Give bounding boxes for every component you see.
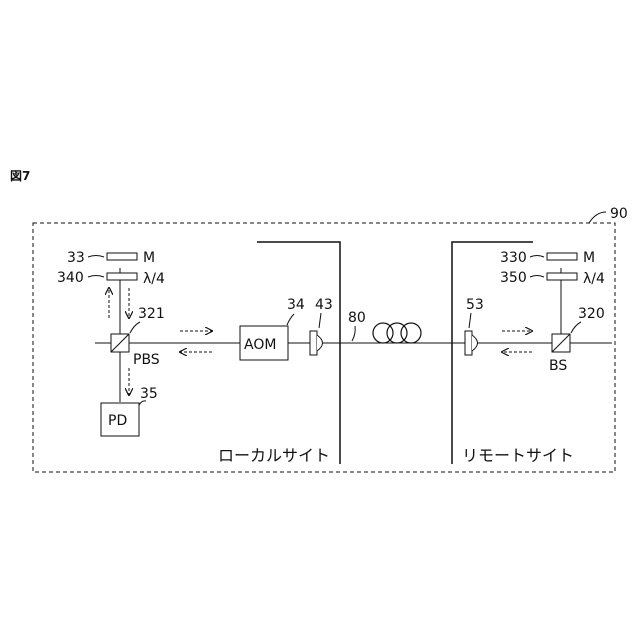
remote-site-label: リモートサイト [462,446,574,465]
coupler-43-num: 43 [315,297,333,313]
mirror-33-letter: M [143,250,155,266]
qwp-340-num: 340 [57,270,84,286]
aom-34-leader [287,314,294,325]
pbs-321-leader [130,322,140,333]
coupler-43-lens [317,335,323,351]
figure-label: 図7 [10,169,30,183]
bs-320-leader [571,322,581,333]
mirror-33-leader [88,256,104,258]
qwp-350-leader [530,276,544,278]
aom-34-text: AOM [244,337,276,353]
local-site-label: ローカルサイト [218,446,330,465]
qwp-340-leader [88,276,104,278]
fiber-coil-3 [401,323,421,343]
mirror-33 [107,253,137,260]
mirror-33-num: 33 [67,250,85,266]
mirror-330-num: 330 [500,250,527,266]
fiber-80-num: 80 [348,310,366,326]
bs-320-text: BS [549,358,567,374]
pd-35-num: 35 [140,386,158,402]
qwp-350-letter: λ/4 [583,271,605,287]
system-leader [589,212,606,223]
pbs-321-num: 321 [138,306,165,322]
qwp-350 [547,273,577,280]
coupler-43 [310,331,317,355]
mirror-330-letter: M [583,250,595,266]
coupler-53 [465,331,472,355]
mirror-330 [547,253,577,260]
aom-34-num: 34 [287,297,305,313]
pbs-321-text: PBS [133,352,160,368]
coupler-53-num: 53 [466,297,484,313]
system-label: 90 [610,206,628,222]
bs-320-num: 320 [578,306,605,322]
coupler-53-lens [472,335,478,351]
pd-35-text: PD [108,413,127,429]
qwp-340-letter: λ/4 [143,271,165,287]
qwp-340 [107,273,137,280]
mirror-330-leader [530,256,544,258]
fiber-80-leader [352,326,355,341]
coupler-53-leader [469,313,471,328]
coupler-43-leader [319,313,321,328]
qwp-350-num: 350 [500,270,527,286]
